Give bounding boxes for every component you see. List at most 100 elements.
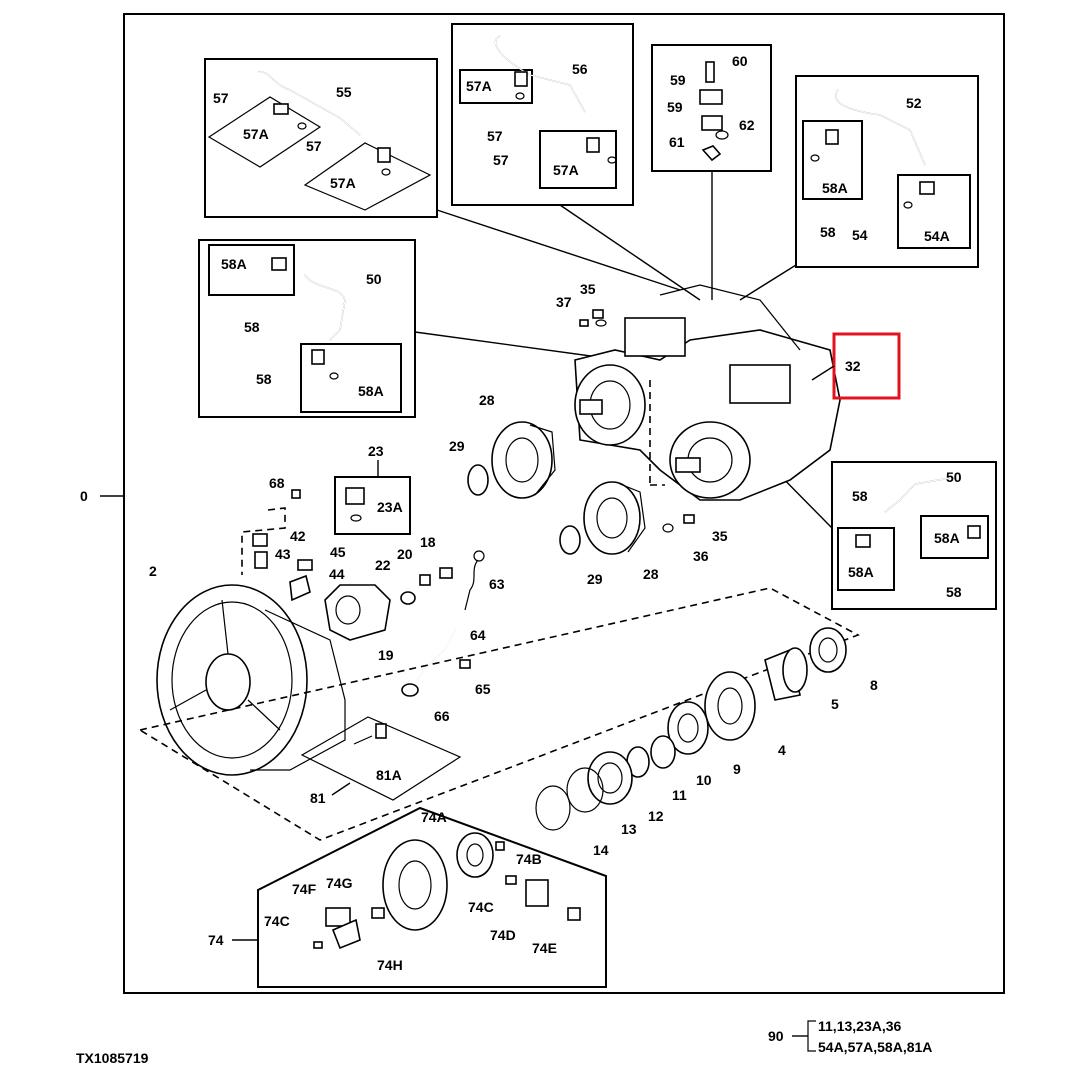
kit-note-line-1: 11,13,23A,36 — [818, 1018, 902, 1034]
inset-56 — [451, 23, 634, 206]
callout-32: 32 — [845, 358, 861, 374]
callout-37: 37 — [556, 294, 572, 310]
ring-29-upper — [467, 464, 489, 496]
callout-74F: 74F — [292, 881, 317, 897]
callout-42: 42 — [290, 528, 306, 544]
kit-note-line-2: 54A,57A,58A,81A — [818, 1039, 932, 1055]
callout-19: 19 — [378, 647, 394, 663]
callout-57A: 57A — [330, 175, 356, 191]
callout-12: 12 — [648, 808, 664, 824]
callout-45: 45 — [330, 544, 346, 560]
callout-5: 5 — [831, 696, 839, 712]
callout-50: 50 — [946, 469, 962, 485]
callout-74G: 74G — [326, 875, 353, 891]
callout-35: 35 — [712, 528, 728, 544]
callout-23: 23 — [368, 443, 384, 459]
callout-57: 57 — [493, 152, 509, 168]
main-frame — [123, 13, 1005, 994]
figure-id: TX1085719 — [76, 1050, 149, 1066]
callout-58A: 58A — [934, 530, 960, 546]
callout-74C: 74C — [264, 913, 290, 929]
seal-12 — [587, 751, 633, 805]
bearing-8 — [809, 627, 847, 673]
callout-74D: 74D — [490, 927, 516, 943]
callout-64: 64 — [470, 627, 486, 643]
callout-36: 36 — [693, 548, 709, 564]
inset-74 — [257, 806, 607, 988]
callout-62: 62 — [739, 117, 755, 133]
callout-55: 55 — [336, 84, 352, 100]
callout-74: 74 — [208, 932, 224, 948]
callout-63: 63 — [489, 576, 505, 592]
snap-ring-14 — [535, 785, 571, 831]
callout-57: 57 — [306, 138, 322, 154]
callout-57: 57 — [487, 128, 503, 144]
callout-23A: 23A — [377, 499, 403, 515]
gear-pump-19 — [324, 584, 391, 641]
callout-74E: 74E — [532, 940, 557, 956]
callout-14: 14 — [593, 842, 609, 858]
callout-58A: 58A — [822, 180, 848, 196]
inset-55 — [204, 58, 438, 218]
callout-90: 90 — [768, 1028, 784, 1044]
callout-20: 20 — [397, 546, 413, 562]
callout-2: 2 — [149, 563, 157, 579]
callout-0: 0 — [80, 488, 88, 504]
callout-4: 4 — [778, 742, 786, 758]
callout-10: 10 — [696, 772, 712, 788]
callout-13: 13 — [621, 821, 637, 837]
callout-68: 68 — [269, 475, 285, 491]
callout-74B: 74B — [516, 851, 542, 867]
callout-81A: 81A — [376, 767, 402, 783]
callout-58A: 58A — [358, 383, 384, 399]
callout-57: 57 — [213, 90, 229, 106]
gear-28-upper — [491, 421, 556, 499]
callout-58: 58 — [852, 488, 868, 504]
callout-59: 59 — [667, 99, 683, 115]
callout-74A: 74A — [421, 809, 447, 825]
callout-58A: 58A — [221, 256, 247, 272]
inset-50-right — [831, 461, 997, 610]
callout-11: 11 — [672, 787, 687, 803]
callout-58: 58 — [946, 584, 962, 600]
ring-29-lower — [559, 525, 581, 555]
housing-2 — [156, 584, 346, 776]
callout-54: 54 — [852, 227, 868, 243]
callout-58: 58 — [820, 224, 836, 240]
callout-59: 59 — [670, 72, 686, 88]
callout-44: 44 — [329, 566, 345, 582]
bearing-9 — [667, 701, 709, 755]
gear-28-lower — [583, 481, 646, 555]
callout-29: 29 — [449, 438, 465, 454]
callout-43: 43 — [275, 546, 291, 562]
gear-4 — [704, 671, 756, 741]
callout-58A: 58A — [848, 564, 874, 580]
callout-8: 8 — [870, 677, 878, 693]
callout-35: 35 — [580, 281, 596, 297]
callout-56: 56 — [572, 61, 588, 77]
callout-81: 81 — [310, 790, 326, 806]
callout-54A: 54A — [924, 228, 950, 244]
callout-28: 28 — [479, 392, 495, 408]
callout-57A: 57A — [553, 162, 579, 178]
highlight-box-32 — [832, 332, 901, 400]
callout-9: 9 — [733, 761, 741, 777]
callout-66: 66 — [434, 708, 450, 724]
callout-57A: 57A — [466, 78, 492, 94]
callout-58: 58 — [244, 319, 260, 335]
callout-22: 22 — [375, 557, 391, 573]
callout-58: 58 — [256, 371, 272, 387]
callout-61: 61 — [669, 134, 685, 150]
callout-50: 50 — [366, 271, 382, 287]
callout-74C: 74C — [468, 899, 494, 915]
callout-65: 65 — [475, 681, 491, 697]
callout-18: 18 — [420, 534, 436, 550]
callout-74H: 74H — [377, 957, 403, 973]
inset-50-left — [198, 239, 416, 418]
callout-57A: 57A — [243, 126, 269, 142]
callout-52: 52 — [906, 95, 922, 111]
callout-60: 60 — [732, 53, 748, 69]
callout-29: 29 — [587, 571, 603, 587]
pump-assembly — [574, 284, 841, 501]
